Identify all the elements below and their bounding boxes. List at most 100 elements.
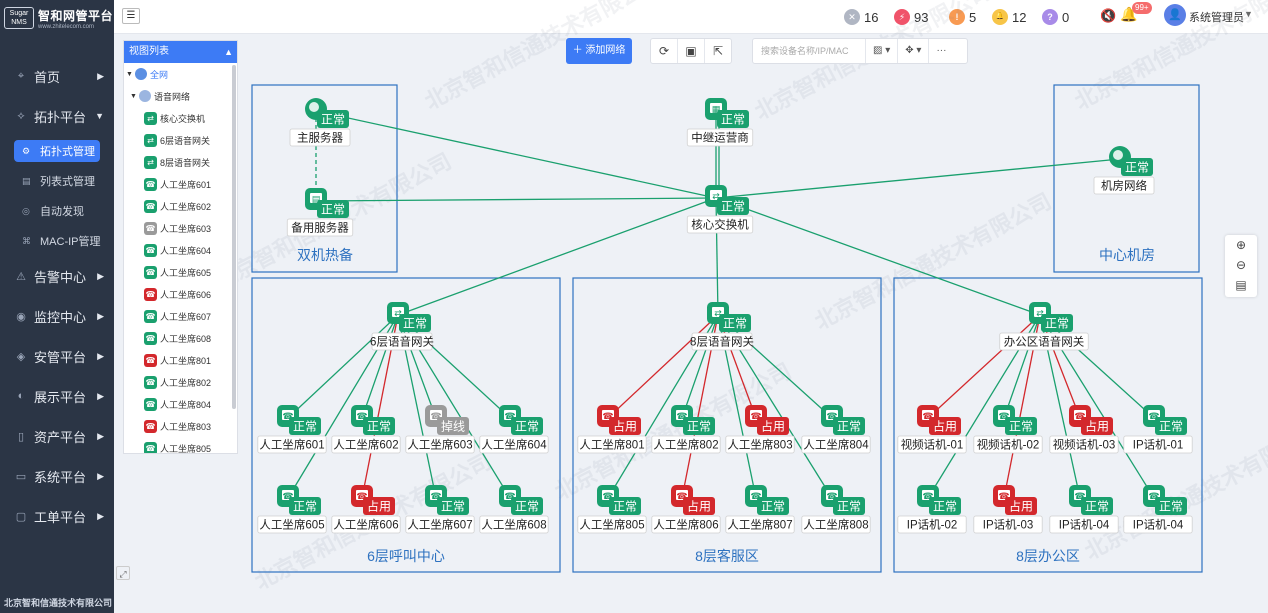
fullscreen-icon[interactable]: ⤢ — [116, 566, 130, 580]
tree-item[interactable]: ☎人工坐席605 — [124, 261, 237, 283]
zoom-out-icon[interactable]: ⊖ — [1235, 258, 1247, 272]
link-bak_srv-core[interactable] — [315, 197, 717, 202]
link-gw6-s602[interactable] — [361, 314, 399, 419]
link-gw6-s604[interactable] — [397, 314, 511, 419]
link-gwo-ip3[interactable] — [1003, 314, 1041, 499]
link-gw6-s608[interactable] — [397, 314, 511, 499]
avatar[interactable]: 👤 — [1164, 4, 1186, 26]
subnav-auto-discover[interactable]: ◎自动发现 — [22, 205, 84, 219]
link-gwo-ip2[interactable] — [927, 314, 1041, 499]
tree-item[interactable]: ☎人工坐席608 — [124, 327, 237, 349]
link-gw6-s603[interactable] — [397, 314, 437, 419]
group-box-ha[interactable] — [251, 84, 398, 273]
volume-mute-icon[interactable]: 🔇 — [1100, 8, 1117, 23]
subnav-topology-manage[interactable]: ⚙拓扑式管理 — [14, 140, 100, 162]
subnav-list-manage[interactable]: ▤列表式管理 — [22, 175, 95, 189]
stat-critical[interactable]: ✕16 — [844, 9, 878, 25]
link-gw6-s606[interactable] — [361, 314, 399, 499]
link-gw6-s607[interactable] — [397, 314, 437, 499]
user-name[interactable]: 系统管理员 — [1189, 12, 1244, 24]
tree-item[interactable]: ☎人工坐席805 — [124, 437, 237, 453]
group-box-office[interactable] — [893, 277, 1203, 573]
tree-item[interactable]: ☎人工坐席803 — [124, 415, 237, 437]
tree-item[interactable]: ☎人工坐席601 — [124, 173, 237, 195]
tree-item[interactable]: ☎人工坐席804 — [124, 393, 237, 415]
nav-asset[interactable]: ▯资产平台▶ — [0, 416, 114, 456]
nav-alarm[interactable]: ⚠告警中心▶ — [0, 256, 114, 296]
link-core-gw8[interactable] — [715, 197, 719, 316]
nav-home[interactable]: ⌖首页▶ — [0, 56, 114, 96]
tree-item[interactable]: ⇄6层语音网关 — [124, 129, 237, 151]
view-list-header[interactable]: 视图列表▲ — [124, 41, 237, 63]
caret-down-icon[interactable]: ▼ — [126, 70, 133, 78]
save-icon[interactable]: ▣ — [678, 39, 705, 63]
link-gw8-s806[interactable] — [681, 314, 719, 499]
tree-item[interactable]: ☎人工坐席606 — [124, 283, 237, 305]
link-gwo-ip4a[interactable] — [1039, 314, 1081, 499]
stat-minor[interactable]: !5 — [949, 9, 976, 25]
tree-group[interactable]: ▼语音网络 — [130, 90, 190, 102]
nav-ticket[interactable]: ▢工单平台▶ — [15, 509, 104, 525]
nav-topology[interactable]: ⟡拓扑平台▼ — [0, 96, 114, 136]
link-gwo-ip4b[interactable] — [1039, 314, 1155, 499]
link-gwo-v1[interactable] — [927, 314, 1041, 419]
link-room-core[interactable] — [715, 158, 1121, 199]
group-box-center[interactable] — [1053, 84, 1200, 273]
nav-security[interactable]: ◈安管平台▶ — [0, 336, 114, 376]
link-gw8-s805[interactable] — [607, 314, 719, 499]
tree-item[interactable]: ⇄8层语音网关 — [124, 151, 237, 173]
menu-toggle-icon[interactable]: ☰ — [122, 8, 140, 24]
nav-monitor[interactable]: ◉监控中心▶ — [0, 296, 114, 336]
link-gw8-s802[interactable] — [681, 314, 719, 419]
group-box-f6[interactable] — [251, 277, 561, 573]
stat-major[interactable]: ⚡93 — [894, 9, 928, 25]
nav-system[interactable]: ▭系统平台▶ — [15, 469, 104, 485]
link-core-gw6[interactable] — [397, 197, 717, 316]
more-icon[interactable]: ··· — [928, 39, 953, 63]
tree-item[interactable]: ☎人工坐席607 — [124, 305, 237, 327]
caret-down-icon[interactable]: ▼ — [130, 92, 137, 100]
tree-item[interactable]: ☎人工坐席603 — [124, 217, 237, 239]
image-icon[interactable]: ▨ ▾ — [865, 39, 897, 63]
tree-item[interactable]: ☎人工坐席801 — [124, 349, 237, 371]
layout-icon[interactable]: ✥ ▾ — [897, 39, 928, 63]
scrollbar[interactable] — [232, 65, 236, 409]
link-core-gwo[interactable] — [715, 197, 1041, 316]
link-gwo-ip1[interactable] — [1039, 314, 1155, 419]
tree-item[interactable]: ☎人工坐席802 — [124, 371, 237, 393]
link-gw8-s808[interactable] — [717, 314, 833, 499]
link-gwo-v2[interactable] — [1003, 314, 1041, 419]
search-input[interactable] — [761, 46, 865, 56]
stat-warning[interactable]: 🔔12 — [992, 9, 1026, 25]
link-gw6-s601[interactable] — [287, 314, 399, 419]
tree-item[interactable]: ☎人工坐席602 — [124, 195, 237, 217]
group-box-f8[interactable] — [572, 277, 882, 573]
